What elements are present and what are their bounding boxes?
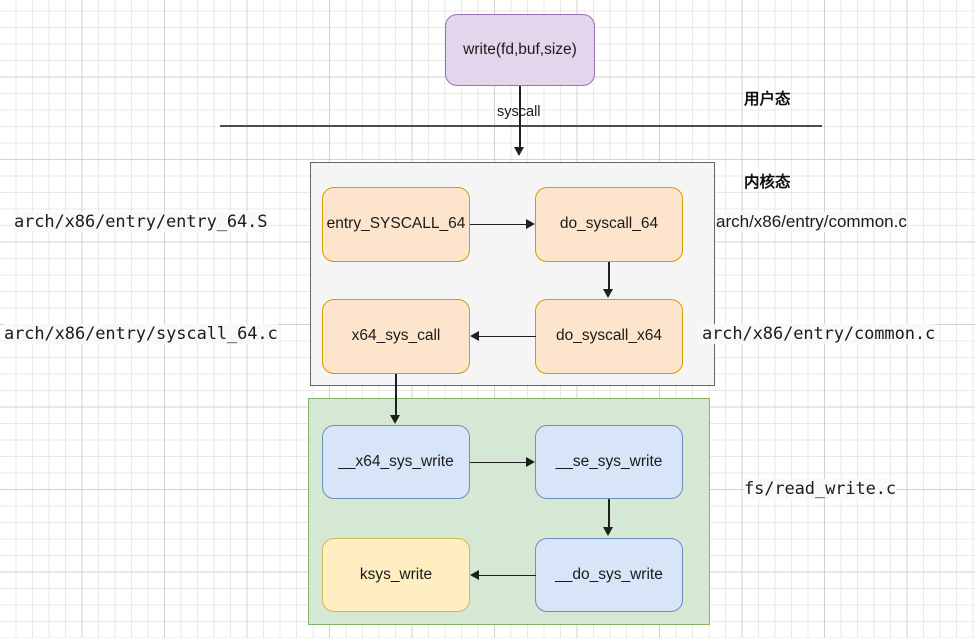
- node-x64-sys-call[interactable]: x64_sys_call: [322, 299, 470, 374]
- node-user-write-call-label: write(fd,buf,size): [463, 40, 577, 58]
- node-ksys-write-label: ksys_write: [359, 565, 433, 583]
- label-kernel-mode: 内核态: [744, 173, 791, 191]
- node-x64-sys-write-label: __x64_sys_write: [338, 452, 454, 470]
- user-kernel-divider: [220, 125, 822, 127]
- edge-user-to-kernel-arrowhead: [514, 147, 524, 156]
- node-do-sys-write-label: __do_sys_write: [555, 565, 663, 583]
- edge-syscall-label: syscall: [497, 104, 541, 120]
- node-x64-sys-write[interactable]: __x64_sys_write: [322, 425, 470, 499]
- edge-dosyswrite-to-ksyswrite-arrowhead: [470, 570, 479, 580]
- edge-entry-to-dosyscall-line: [470, 223, 527, 226]
- label-user-mode: 用户态: [744, 90, 791, 108]
- edge-dosyscall64-to-dosyscallx64-arrowhead: [603, 289, 613, 298]
- node-do-syscall-x64-label: do_syscall_x64: [556, 327, 662, 345]
- label-path-common-c-bottom: arch/x86/entry/common.c: [702, 324, 936, 344]
- edge-x64syswrite-to-sesyswrite-line: [470, 461, 527, 464]
- node-user-write-call[interactable]: write(fd,buf,size): [445, 14, 595, 86]
- node-entry-syscall-64[interactable]: entry_SYSCALL_64: [322, 187, 470, 262]
- node-do-sys-write[interactable]: __do_sys_write: [535, 538, 683, 612]
- edge-x64syscall-to-x64syswrite-arrowhead: [390, 415, 400, 424]
- edge-sesyswrite-to-dosyswrite-arrowhead: [603, 527, 613, 536]
- node-do-syscall-x64[interactable]: do_syscall_x64: [535, 299, 683, 374]
- label-path-common-c-top: arch/x86/entry/common.c: [716, 212, 907, 232]
- edge-dosyscall64-to-dosyscallx64-line: [608, 262, 610, 290]
- node-se-sys-write-label: __se_sys_write: [555, 452, 663, 470]
- node-ksys-write[interactable]: ksys_write: [322, 538, 470, 612]
- label-path-read-write-c: fs/read_write.c: [744, 479, 897, 499]
- edge-dosyscallx64-to-x64syscall-line: [479, 335, 536, 338]
- edge-sesyswrite-to-dosyswrite-line: [608, 499, 610, 528]
- node-x64-sys-call-label: x64_sys_call: [351, 327, 441, 345]
- edge-dosyscallx64-to-x64syscall-arrowhead: [470, 331, 479, 341]
- node-do-syscall-64[interactable]: do_syscall_64: [535, 187, 683, 262]
- node-entry-syscall-64-label: entry_SYSCALL_64: [326, 215, 466, 233]
- edge-user-to-kernel-line: [519, 86, 521, 148]
- edge-x64syscall-to-x64syswrite-line: [395, 374, 397, 416]
- label-path-syscall-64-c: arch/x86/entry/syscall_64.c: [4, 324, 278, 344]
- label-path-entry-64-s: arch/x86/entry/entry_64.S: [14, 212, 268, 232]
- edge-dosyswrite-to-ksyswrite-line: [479, 574, 536, 577]
- node-do-syscall-64-label: do_syscall_64: [559, 215, 659, 233]
- edge-x64syswrite-to-sesyswrite-arrowhead: [526, 457, 535, 467]
- node-se-sys-write[interactable]: __se_sys_write: [535, 425, 683, 499]
- edge-entry-to-dosyscall-arrowhead: [526, 219, 535, 229]
